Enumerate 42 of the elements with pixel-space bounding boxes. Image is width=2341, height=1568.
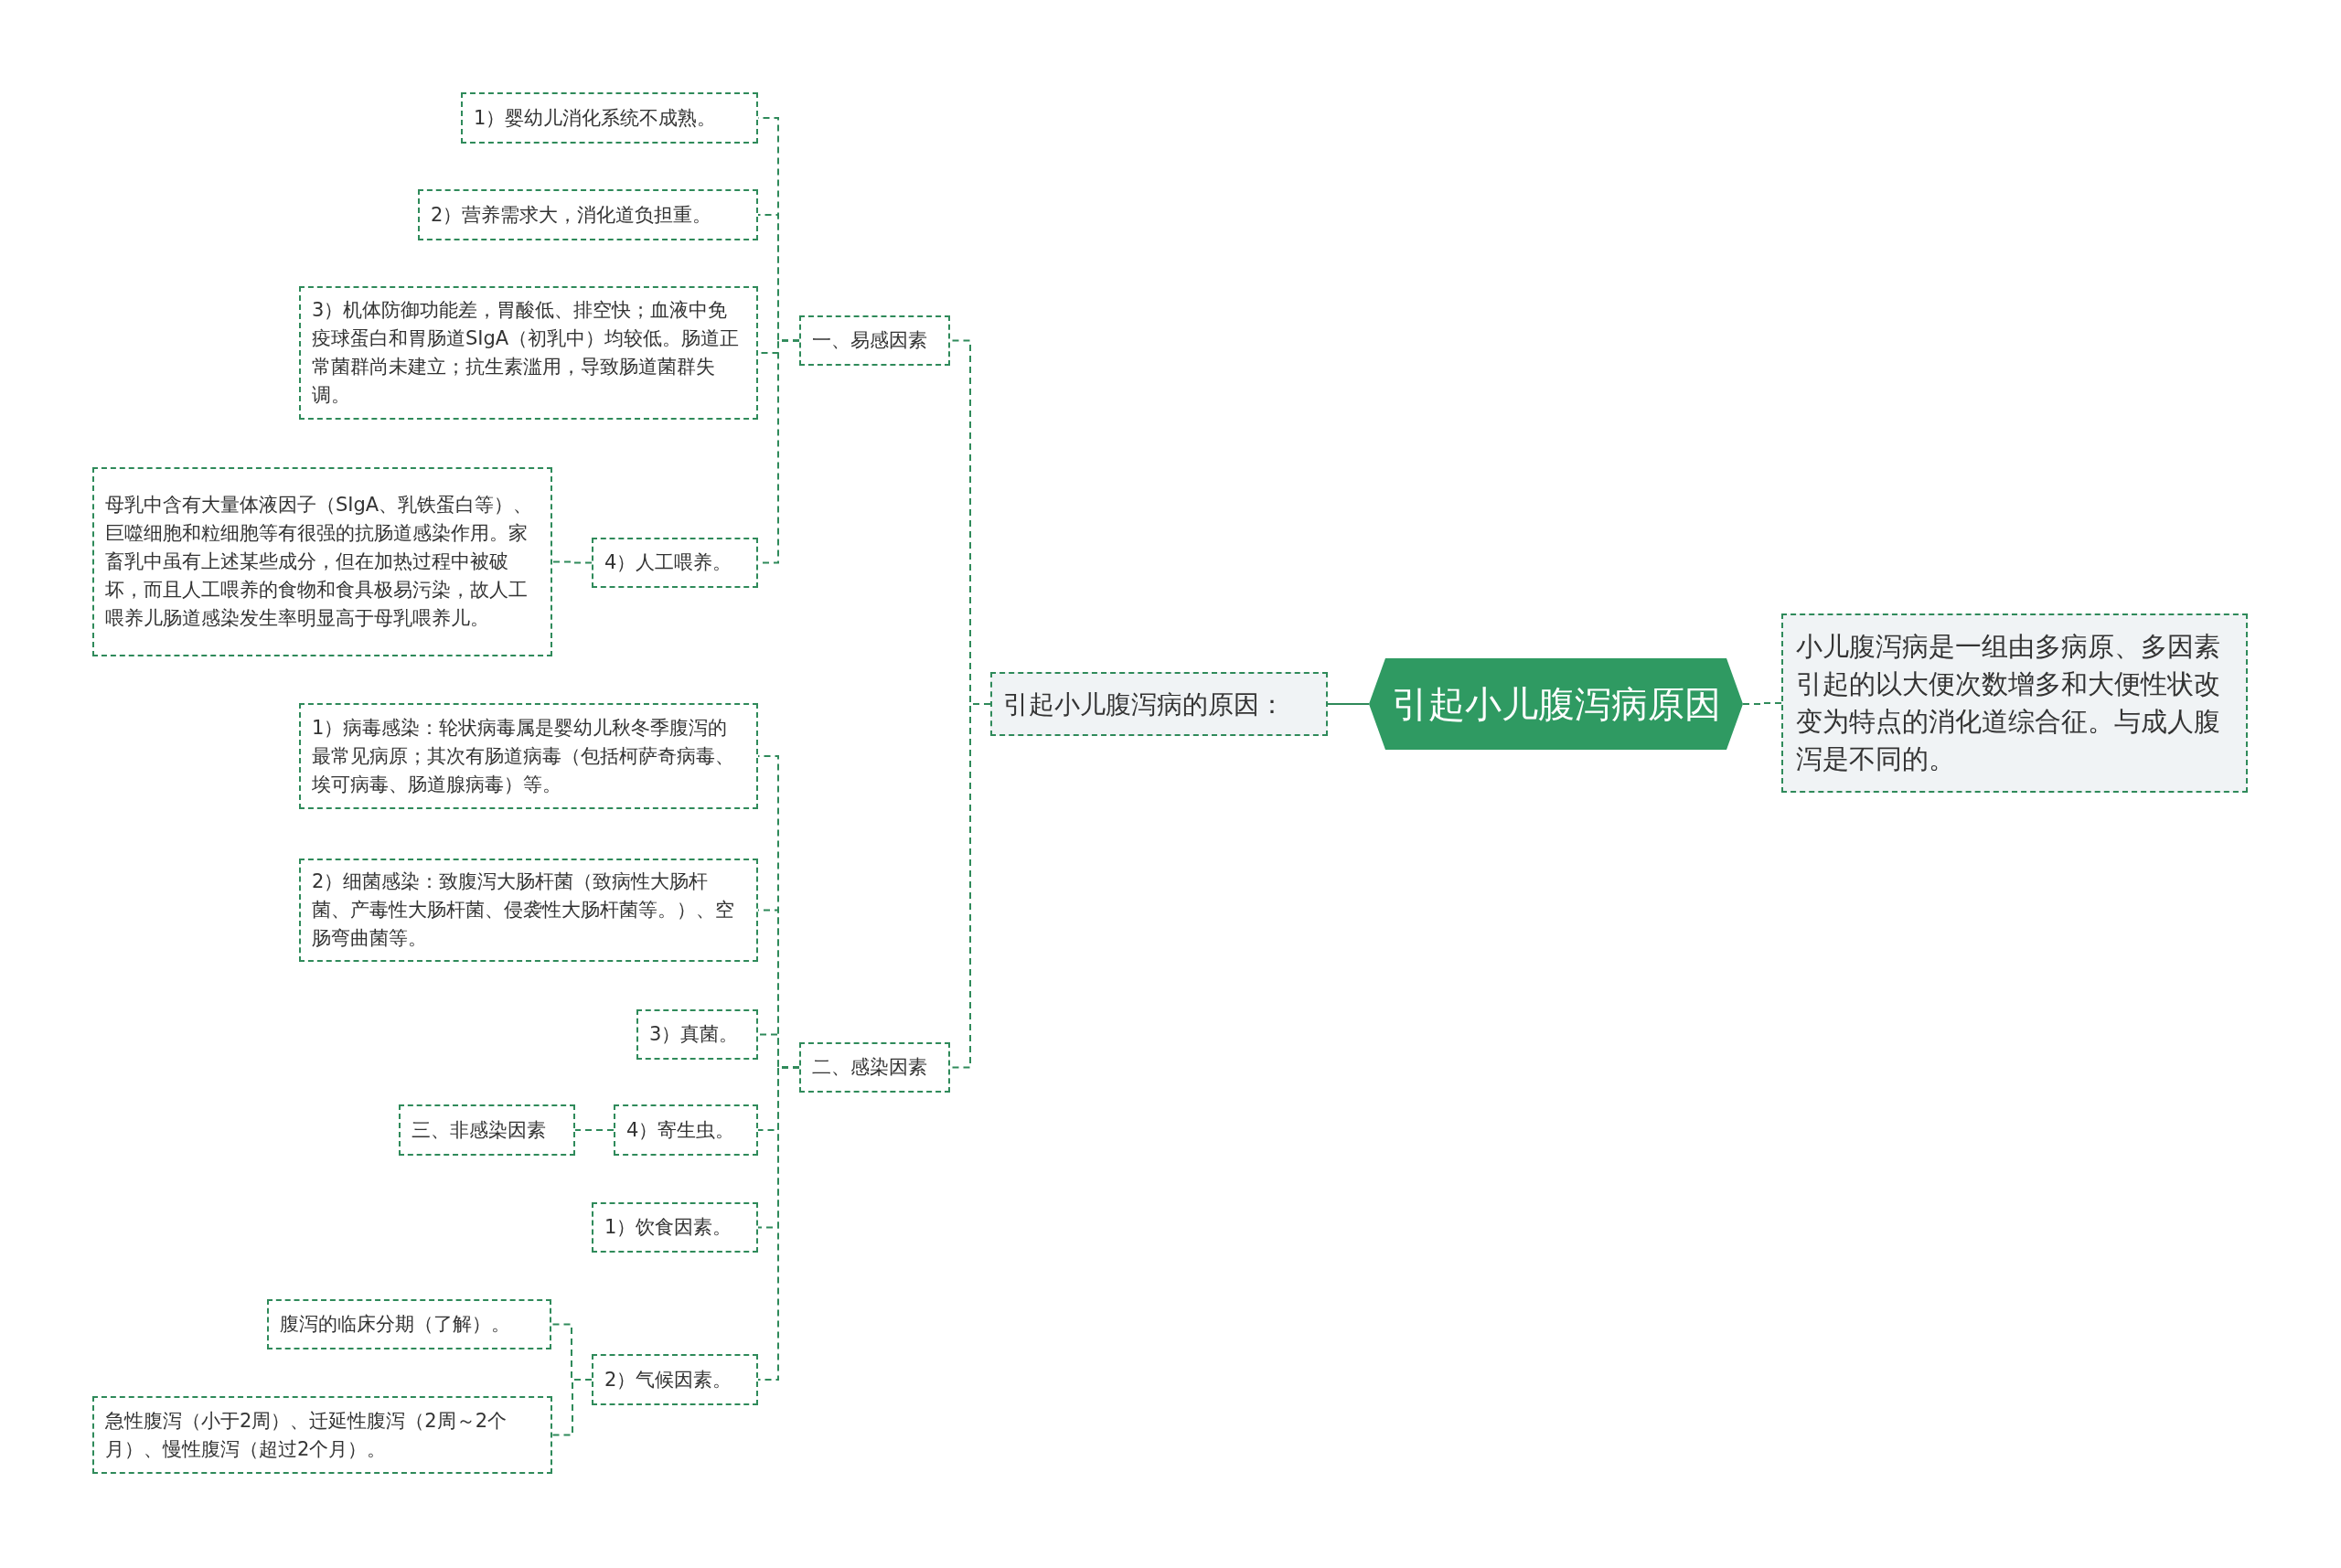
- subtopic-box: [299, 703, 758, 809]
- connector-line: [1327, 703, 1370, 705]
- subtopic-box: [592, 1202, 758, 1253]
- subtopic-box: [399, 1104, 575, 1156]
- subtopic-box: [461, 92, 758, 144]
- topic-text: 急性腹泻（小于2周）、迁延性腹泻（2周～2个月）、慢性腹泻（超过2个月）。: [105, 1408, 508, 1462]
- topic-text: 母乳中含有大量体液因子（SIgA、乳铁蛋白等）、巨噬细胞和粒细胞等有很强的抗肠道感染作用。家畜乳中虽有上述某些成分，但在加热过程中被破坏，而且人工喂养的食物和食具极易污染，故人工喂养儿肠道感染发生率明显高于母乳喂养儿。: [105, 493, 534, 631]
- subtopic-box: [592, 538, 758, 588]
- topic-text: 二、感染因素: [812, 1055, 927, 1080]
- topic-text: 2）细菌感染：致腹泻大肠杆菌（致病性大肠杆菌、产毒性大肠杆菌、侵袭性大肠杆菌等。）、空肠弯曲菌等。: [312, 869, 735, 951]
- connector-line: [1742, 702, 1782, 705]
- subtopic-box: [267, 1299, 551, 1349]
- topic-box: [990, 672, 1328, 736]
- topic-text: 2）营养需求大，消化道负担重。: [431, 202, 712, 228]
- subtopic-box: [799, 315, 950, 366]
- topic-text: 4）寄生虫。: [626, 1117, 735, 1143]
- connector-line: [551, 1379, 593, 1436]
- central-topic-hexagon: [1369, 658, 1743, 750]
- connector-line: [551, 560, 593, 564]
- topic-text: 4）人工喂养。: [604, 550, 732, 575]
- subtopic-box: [799, 1042, 950, 1093]
- subtopic-box: [299, 859, 758, 962]
- topic-text: 一、易感因素: [812, 328, 927, 353]
- topic-text: 1）病毒感染：轮状病毒属是婴幼儿秋冬季腹泻的最常见病原；其次有肠道病毒（包括柯萨奇病毒、埃可病毒、肠道腺病毒）等。: [312, 715, 735, 797]
- topic-text: 3）机体防御功能差，胃酸低、排空快；血液中免疫球蛋白和胃肠道SIgA（初乳中）均较低。肠道正常菌群尚未建立；抗生素滥用，导致肠道菌群失调。: [312, 298, 741, 408]
- subtopic-box: [636, 1009, 758, 1060]
- topic-text: 1）婴幼儿消化系统不成熟。: [474, 105, 717, 131]
- subtopic-box: [299, 286, 758, 420]
- topic-text: 三、非感染因素: [412, 1117, 546, 1143]
- topic-box: [1781, 613, 2248, 793]
- subtopic-box: [418, 189, 758, 240]
- subtopic-box: [614, 1104, 758, 1156]
- topic-text: 小儿腹泻病是一组由多病原、多因素引起的以大便次数增多和大便性状改变为特点的消化道综合征。与成人腹泻是不同的。: [1796, 630, 2221, 776]
- subtopic-box: [92, 467, 552, 656]
- topic-text: 腹泻的临床分期（了解）。: [280, 1312, 510, 1337]
- connector-line: [574, 1129, 615, 1131]
- subtopic-box: [592, 1354, 758, 1405]
- topic-text: 2）气候因素。: [604, 1367, 732, 1392]
- topic-text: 1）饮食因素。: [604, 1215, 732, 1240]
- topic-text: 3）真菌。: [649, 1022, 739, 1047]
- topic-text: 引起小儿腹泻病的原因：: [1003, 689, 1285, 719]
- subtopic-box: [92, 1396, 552, 1474]
